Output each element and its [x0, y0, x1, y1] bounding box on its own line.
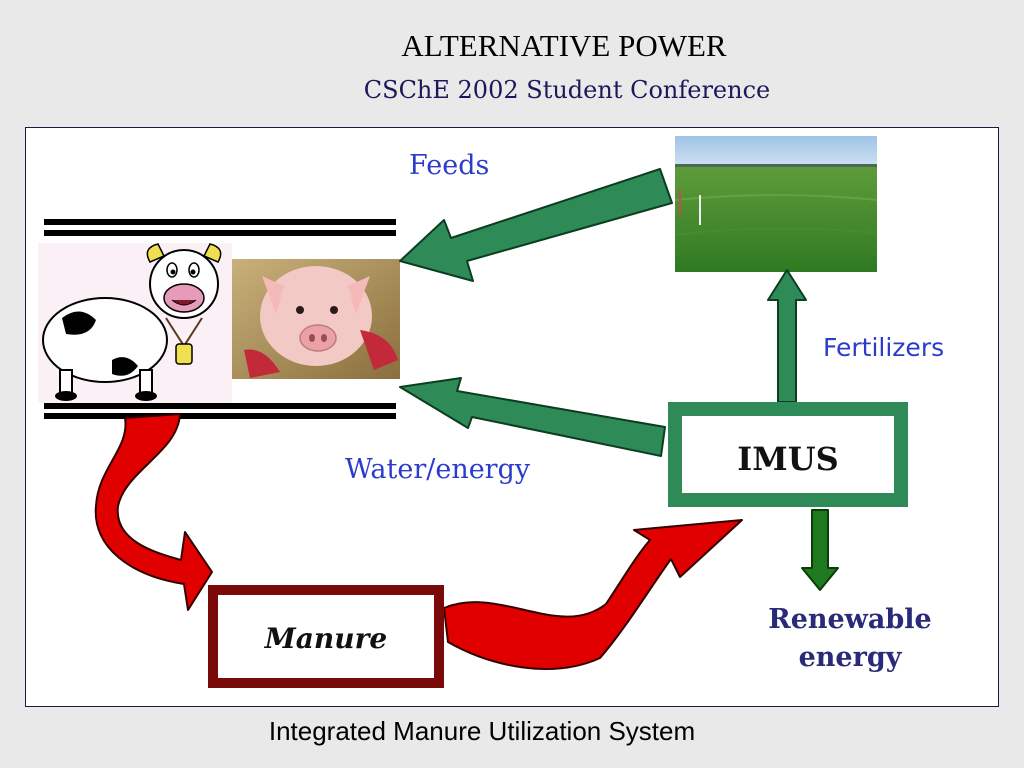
feeds-label: Feeds: [409, 150, 489, 181]
cow-picture: [38, 243, 232, 403]
water-energy-arrow: [399, 377, 666, 457]
fertilizers-arrow: [767, 269, 807, 403]
animal-bar-top-1: [44, 219, 396, 225]
renewable-energy-arrow: [801, 509, 839, 591]
renewable-label-line2: energy: [799, 642, 903, 673]
field-picture: [674, 136, 878, 272]
manure-box: [208, 585, 444, 688]
pig-picture: [232, 259, 400, 379]
slide-subtitle: CSChE 2002 Student Conference: [363, 76, 771, 104]
animal-bar-bottom-1: [44, 403, 396, 409]
renewable-label-line1: Renewable: [768, 604, 931, 635]
manure-label: Manure: [264, 622, 387, 655]
animal-bar-bottom-2: [44, 413, 396, 419]
imus-box: [668, 402, 908, 507]
imus-label: IMUS: [737, 440, 838, 478]
slide-caption: Integrated Manure Utilization System: [268, 716, 696, 746]
animals-to-manure-arrow: [94, 413, 213, 611]
water-energy-label: Water/energy: [345, 454, 531, 485]
manure-to-imus-arrow: [443, 519, 743, 670]
slide-title: ALTERNATIVE POWER: [401, 28, 727, 63]
feeds-arrow: [399, 168, 673, 282]
animal-bar-top-2: [44, 230, 396, 236]
fertilizers-label: Fertilizers: [823, 333, 944, 362]
